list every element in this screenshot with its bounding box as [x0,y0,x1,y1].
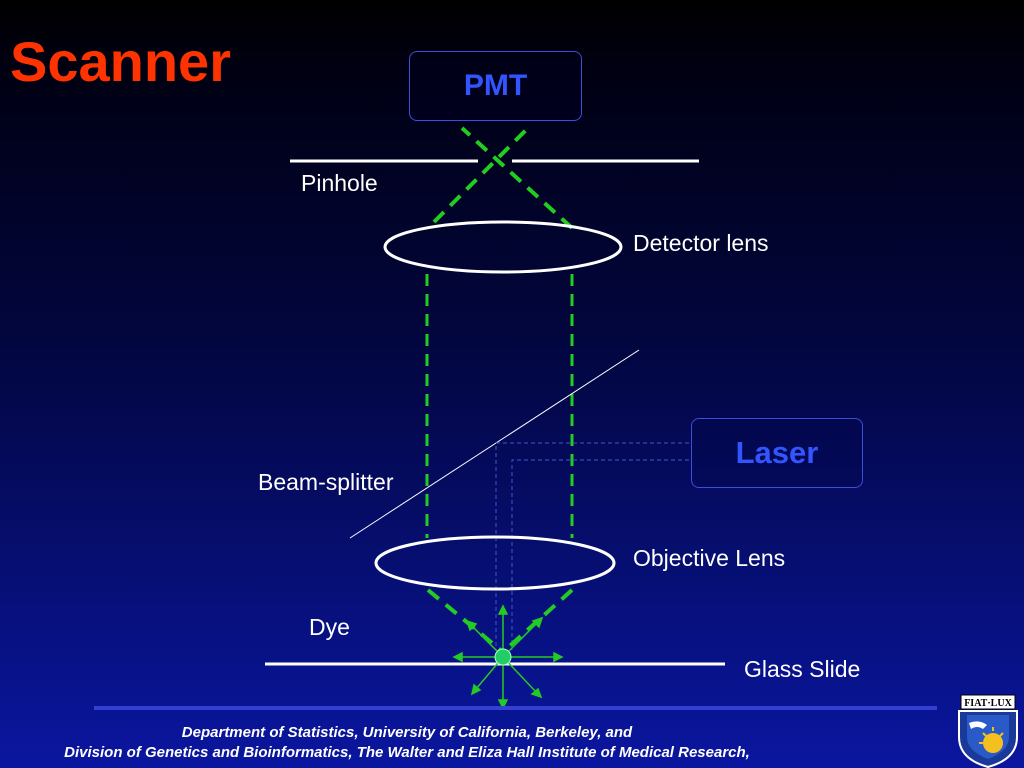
objective-lens [374,535,616,591]
laser-box: Laser [691,418,863,488]
pinhole-label: Pinhole [301,170,378,196]
beam-splitter [349,349,640,539]
laser-path-inner [511,459,689,650]
dye-beam-left [426,588,505,654]
footer-line-1: Department of Statistics, University of … [181,724,633,741]
glass-slide-label: Glass Slide [744,656,861,682]
university-seal-logo: FIAT·LUX [958,694,1018,768]
pmt-box: PMT [409,51,582,121]
beam-splitter-label: Beam-splitter [258,469,394,495]
footer-line-2: Division of Genetics and Bioinformatics,… [64,744,750,761]
dye-label: Dye [309,614,350,640]
focus-beam-right [460,126,574,230]
laser-label: Laser [735,435,819,470]
slide-title: Scanner [10,30,231,93]
pmt-label: PMT [463,69,528,102]
detector-lens-label: Detector lens [633,230,769,256]
objective-lens-label: Objective Lens [633,545,786,571]
laser-path-outer [495,442,689,650]
dye-molecule [494,648,512,666]
footer-rule [94,706,937,710]
detector-lens [383,220,623,274]
svg-text:FIAT·LUX: FIAT·LUX [964,698,1012,709]
